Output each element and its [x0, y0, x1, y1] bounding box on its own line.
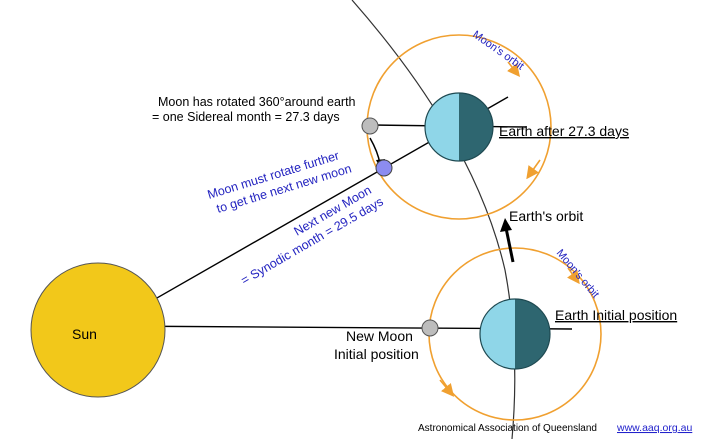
sun [30, 262, 166, 398]
new-moon-label-line2: Initial position [334, 346, 419, 362]
moon-initial [421, 319, 439, 337]
website-link[interactable]: www.aaq.org.au [616, 422, 692, 434]
earths-orbit-path [351, 0, 516, 439]
earth-initial-label: Earth Initial position [555, 307, 677, 323]
earth-initial [479, 298, 551, 370]
earths-orbit-arrowhead [500, 218, 512, 232]
moon-synodic [375, 159, 393, 177]
moon-orbit-bottom-arrow [567, 267, 580, 285]
moon-rotated-label-line1: Moon has rotated 360°around earth [158, 95, 356, 109]
moon-orbit-top-arrow [507, 61, 520, 77]
moon-orbit-bottom-arrow2 [439, 379, 455, 397]
moons-orbit-top-label: Moon's orbit [470, 29, 526, 73]
credit-text: Astronomical Association of Queensland [418, 423, 597, 434]
new-moon-label-line1: New Moon [346, 328, 413, 344]
earth-after-label: Earth after 27.3 days [499, 123, 629, 139]
sun-label: Sun [72, 326, 97, 342]
moon-rotated-label-line2: = one Sidereal month = 27.3 days [152, 110, 340, 124]
moon-orbit-top-arrow2 [526, 159, 541, 180]
earths-orbit-arrow [504, 227, 515, 263]
earths-orbit-label: Earth's orbit [509, 208, 583, 224]
moons-orbit-bottom-label: Moon's orbit [554, 247, 601, 300]
earth-after [424, 92, 494, 162]
moon-sidereal [361, 117, 379, 135]
